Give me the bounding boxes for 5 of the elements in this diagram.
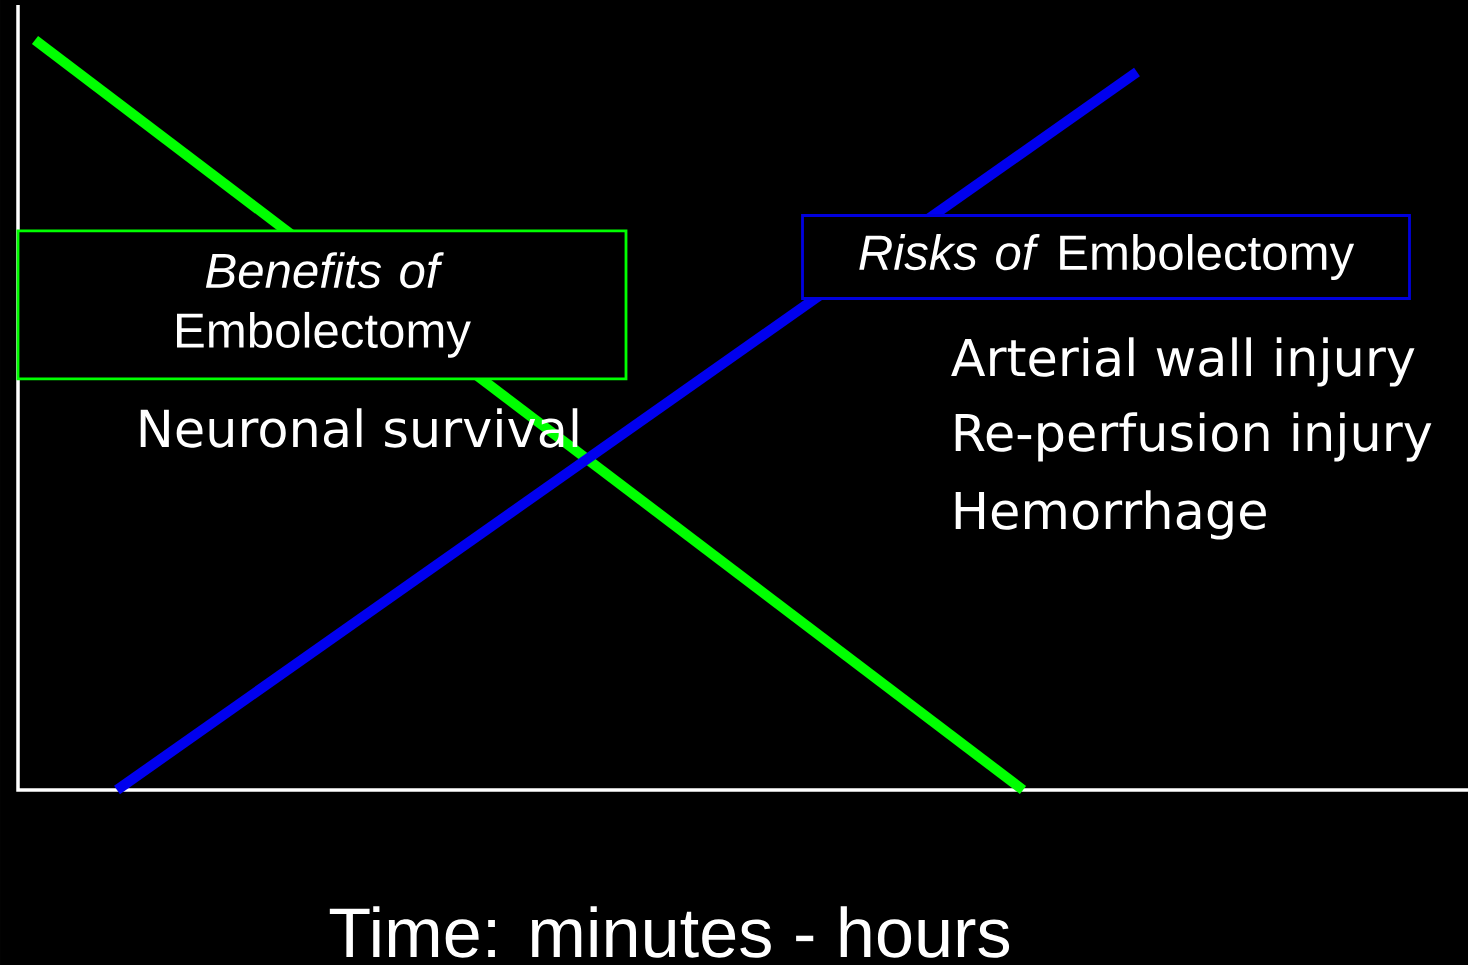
axis-label: Time: minutes - hours [329, 906, 1010, 958]
title-box: Risks of Embolectomy [801, 214, 1411, 300]
text-label: Re-perfusion injury [955, 412, 1432, 462]
text-label: Hemorrhage [955, 490, 1266, 540]
title-box: Benefits of Embolectomy [16, 229, 628, 381]
